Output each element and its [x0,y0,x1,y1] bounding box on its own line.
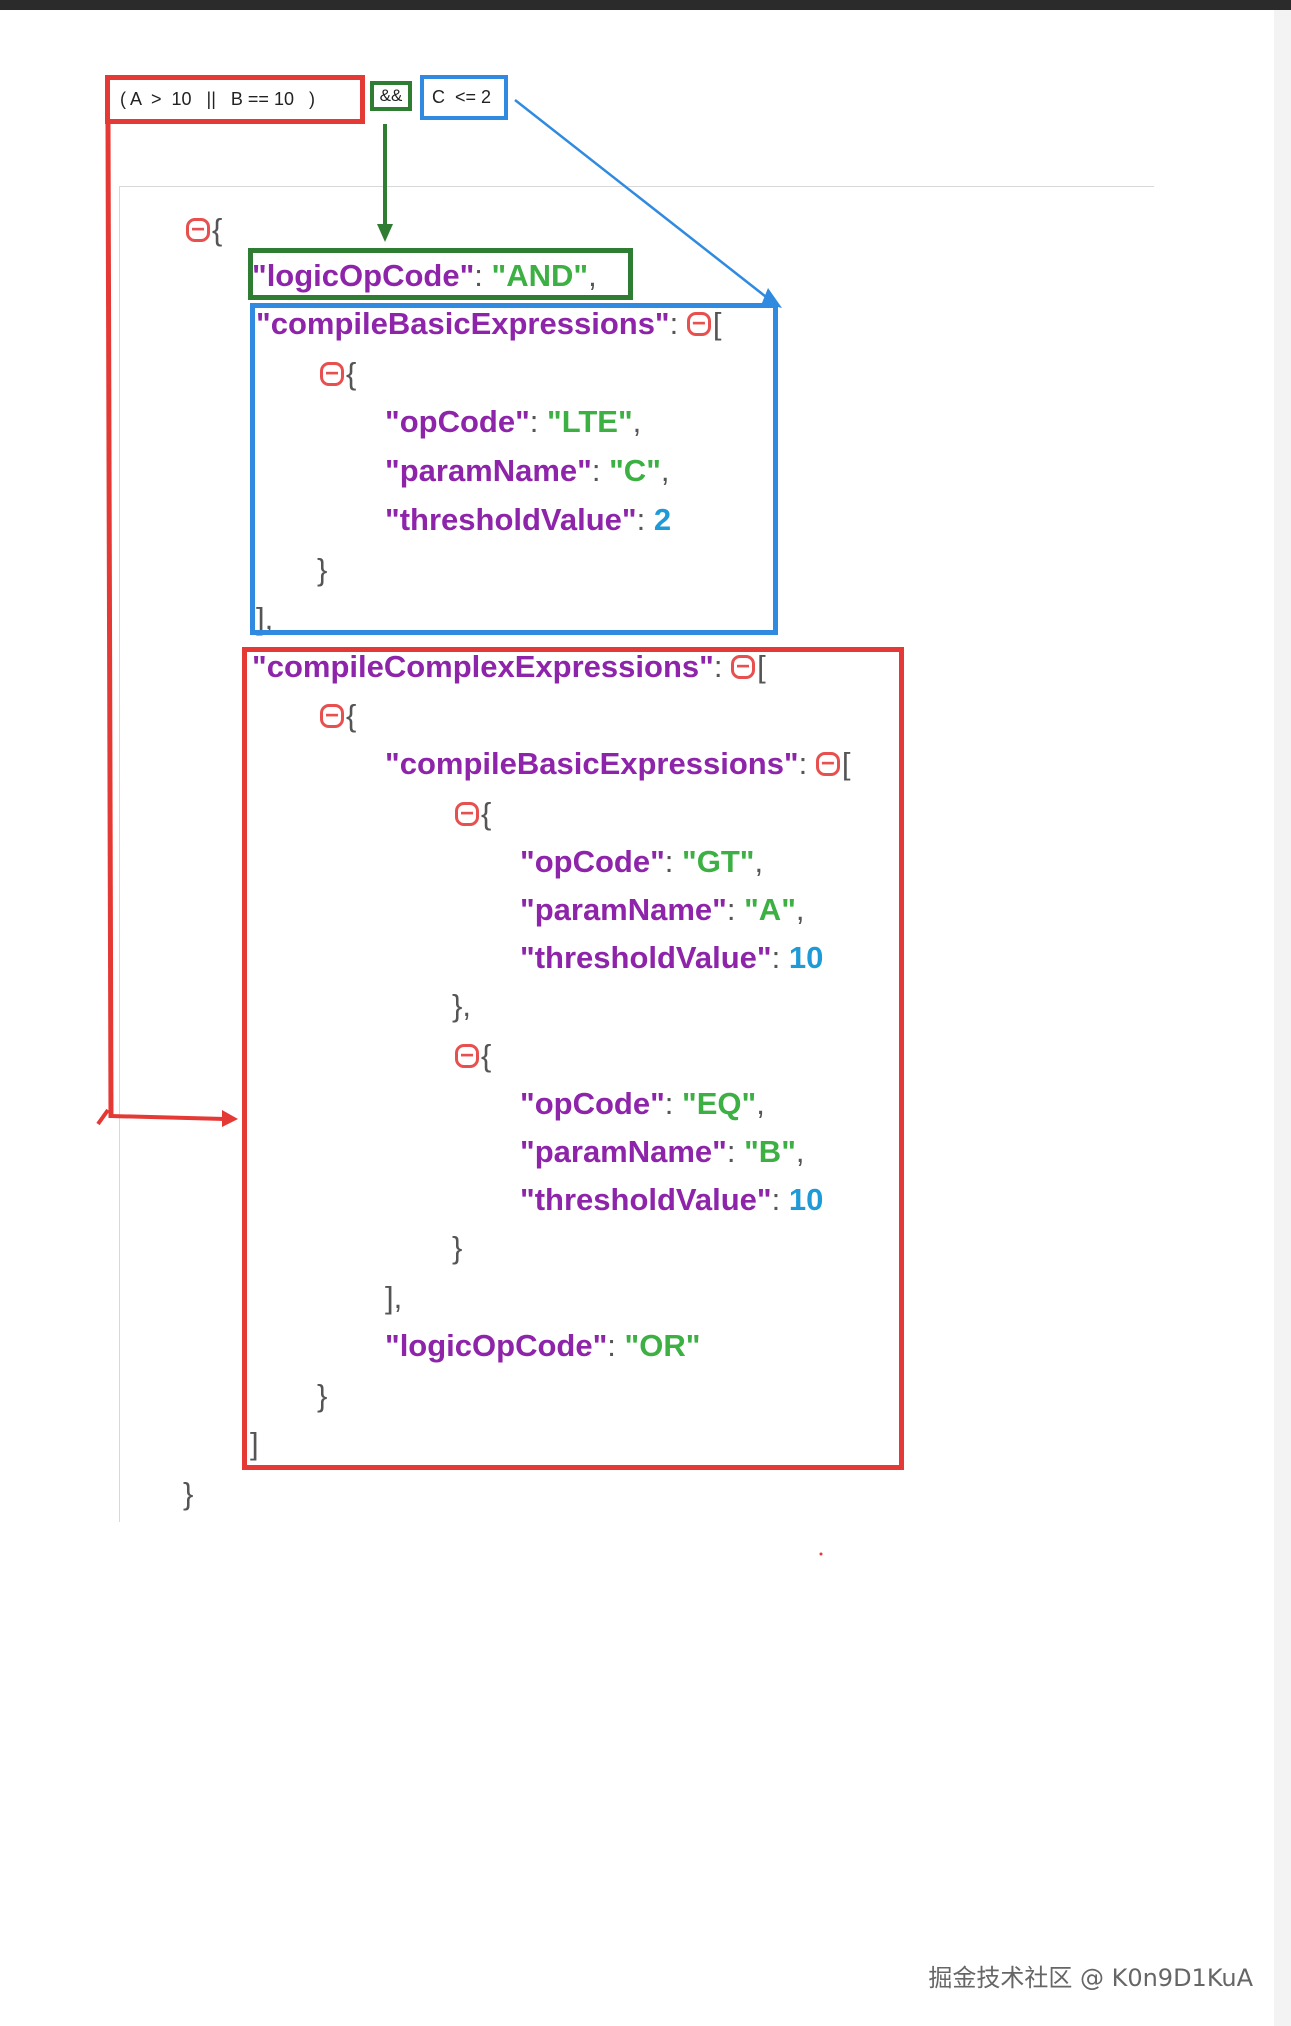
scrollbar-track[interactable] [1274,10,1291,2026]
json-line-basic-expressions: "compileBasicExpressions": −[ [256,306,722,341]
collapse-icon[interactable]: − [186,218,210,242]
highlight-complex-expressions-box [242,647,904,1470]
json-line-complex-object-open: −{ [320,694,356,738]
collapse-icon[interactable]: − [731,655,756,679]
json-line-opcode-eq: "opCode": "EQ", [520,1086,765,1121]
json-root-close: } [183,1476,194,1511]
json-line-nested-object2-close: } [452,1230,463,1265]
collapse-icon[interactable]: − [815,752,840,776]
top-bar [0,0,1291,10]
json-line-threshold: "thresholdValue": 2 [385,502,672,537]
stray-dot [819,1552,823,1556]
red-arrow [96,123,238,1127]
blue-arrow [514,99,782,308]
expression-operator-box: && [370,81,412,111]
collapse-icon[interactable]: − [320,704,344,728]
json-line-opcode-gt: "opCode": "GT", [520,844,764,879]
collapse-icon[interactable]: − [686,312,711,336]
json-line-nested-basic-expressions: "compileBasicExpressions": −[ [385,746,851,781]
json-viewer-panel [119,186,1154,1522]
json-line-complex-array-close: ] [250,1426,259,1461]
json-line-nested-object2-open: −{ [455,1034,491,1078]
expression-right-text: C <= 2 [432,87,492,107]
expression-operator-text: && [379,86,403,105]
json-line-logic-op: "logicOpCode": "AND", [252,258,597,293]
json-line-threshold-b: "thresholdValue": 10 [520,1182,824,1217]
json-line-complex-object-close: } [317,1378,328,1413]
json-line-nested-object-close: }, [452,988,471,1023]
json-line-object-close: } [317,552,328,587]
expression-left-text: ( A > 10 || B == 10 ) [120,89,315,109]
json-line-opcode: "opCode": "LTE", [385,404,642,439]
json-line-paramname-b: "paramName": "B", [520,1134,805,1169]
json-line-nested-object-open: −{ [455,792,491,836]
json-line-paramname: "paramName": "C", [385,453,670,488]
expression-left-box: ( A > 10 || B == 10 ) [105,75,365,124]
collapse-icon[interactable]: − [455,802,479,826]
json-line-object-open: −{ [320,352,356,396]
json-line-array-close: ], [256,601,274,636]
collapse-icon[interactable]: − [320,362,344,386]
json-line-nested-array-close: ], [385,1280,403,1315]
json-line-complex-expressions: "compileComplexExpressions": −[ [252,649,766,684]
watermark: 掘金技术社区 @ K0n9D1KuA [928,1964,1253,1992]
json-line-paramname-a: "paramName": "A", [520,892,805,927]
expression-right-box: C <= 2 [420,75,508,120]
collapse-icon[interactable]: − [455,1044,479,1068]
highlight-basic-expressions-box [250,303,778,635]
json-line-threshold-a: "thresholdValue": 10 [520,940,824,975]
json-line-logic-op-or: "logicOpCode": "OR" [385,1328,701,1363]
highlight-logic-op-box [248,248,633,300]
green-arrow [377,124,393,242]
json-root-open: −{ [186,208,222,252]
